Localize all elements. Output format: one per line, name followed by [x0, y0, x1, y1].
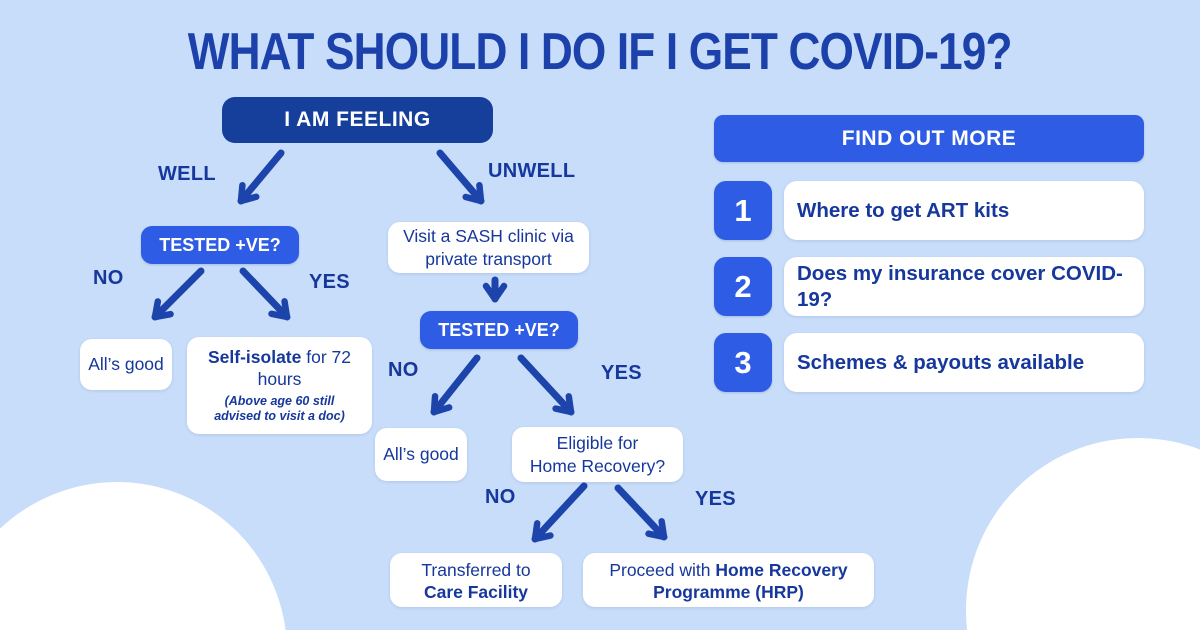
node-alls-good-2-label: All’s good: [383, 444, 459, 465]
branch-label-well: WELL: [158, 163, 216, 185]
branch-label-no-2: NO: [388, 359, 419, 381]
branch-label-yes-2: YES: [601, 362, 642, 384]
arrow-eligible-no: [531, 482, 588, 543]
node-i-am-feeling-label: I AM FEELING: [284, 108, 431, 131]
self-isolate-note: (Above age 60 still advised to visit a d…: [214, 393, 345, 424]
item-number-badge: 2: [714, 257, 772, 316]
find-out-more-header-label: FIND OUT MORE: [841, 126, 1017, 150]
branch-label-yes-3: YES: [695, 488, 736, 510]
item-number-badge: 1: [714, 181, 772, 240]
item-label: Where to get ART kits: [784, 181, 1144, 240]
node-alls-good-1-label: All’s good: [88, 354, 164, 375]
find-out-more-item-schemes: 3 Schemes & payouts available: [714, 333, 1144, 392]
sash-line-2: private transport: [425, 248, 552, 269]
decor-circle-bottom-left: [0, 482, 287, 630]
node-eligible-home-recovery: Eligible for Home Recovery?: [512, 427, 683, 482]
arrow-tested2-no: [430, 354, 481, 416]
node-tested-positive-2-label: TESTED +VE?: [438, 319, 560, 340]
node-proceed-hrp: Proceed with Home Recovery Programme (HR…: [583, 553, 874, 607]
proceed-emphasis: Home Recovery Programme (HRP): [653, 560, 848, 603]
item-number-badge: 3: [714, 333, 772, 392]
eligible-line-1: Eligible for: [556, 433, 639, 454]
arrow-root-well: [237, 149, 285, 205]
transferred-emphasis: Care Facility: [423, 582, 529, 603]
arrow-tested1-no: [151, 267, 205, 321]
find-out-more-item-art-kits: 1 Where to get ART kits: [714, 181, 1144, 240]
branch-label-unwell: UNWELL: [488, 160, 576, 182]
find-out-more-item-insurance: 2 Does my insurance cover COVID-19?: [714, 257, 1144, 316]
node-alls-good-2: All’s good: [375, 428, 467, 481]
item-label: Schemes & payouts available: [784, 333, 1144, 392]
page-title: WHAT SHOULD I DO IF I GET COVID-19?: [188, 23, 1013, 81]
eligible-line-2: Home Recovery?: [529, 455, 666, 476]
arrow-tested2-yes: [517, 354, 575, 416]
node-tested-positive-1: TESTED +VE?: [141, 226, 299, 264]
proceed-text: Proceed with: [609, 560, 716, 580]
arrow-root-unwell: [436, 149, 485, 205]
page-title-wrap: WHAT SHOULD I DO IF I GET COVID-19?: [0, 23, 1200, 81]
self-isolate-text: Self-isolate for 72 hours: [204, 346, 355, 391]
node-alls-good-1: All’s good: [80, 339, 172, 390]
branch-label-no-1: NO: [93, 267, 124, 289]
self-isolate-emphasis: Self-isolate: [208, 346, 302, 367]
branch-label-no-3: NO: [485, 486, 516, 508]
self-isolate-rest: for 72 hours: [257, 346, 351, 390]
arrow-eligible-yes: [614, 484, 668, 541]
node-self-isolate: Self-isolate for 72 hours (Above age 60 …: [187, 337, 372, 434]
node-i-am-feeling: I AM FEELING: [222, 97, 493, 143]
transferred-text: Transferred to: [421, 560, 531, 580]
find-out-more-header: FIND OUT MORE: [714, 115, 1144, 162]
arrow-tested1-yes: [239, 267, 291, 321]
node-tested-positive-2: TESTED +VE?: [420, 311, 578, 349]
branch-label-yes-1: YES: [309, 271, 350, 293]
decor-circle-bottom-right: [966, 438, 1200, 630]
node-tested-positive-1-label: TESTED +VE?: [159, 234, 281, 255]
node-visit-sash-clinic: Visit a SASH clinic via private transpor…: [388, 222, 589, 273]
sash-line-1: Visit a SASH clinic via: [403, 226, 574, 247]
node-transferred-care-facility: Transferred to Care Facility: [390, 553, 562, 607]
item-label: Does my insurance cover COVID-19?: [784, 257, 1144, 316]
